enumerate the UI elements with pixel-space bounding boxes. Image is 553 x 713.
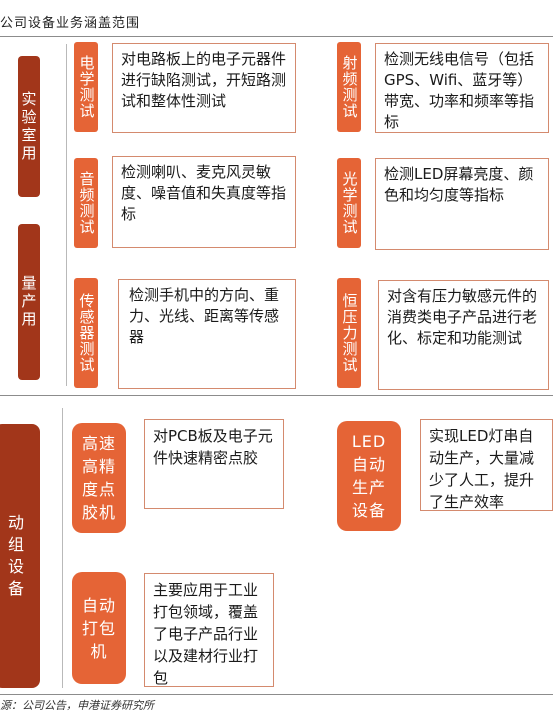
top-rule <box>0 36 553 37</box>
item-desc-rf-test: 检测无线电信号（包括GPS、Wifi、蓝牙等）带宽、功率和频率等指标 <box>375 43 549 133</box>
section-connector-line <box>62 408 63 688</box>
bottom-rule <box>0 694 553 695</box>
item-desc-audio-test: 检测喇叭、麦克风灵敏度、噪音值和失真度等指标 <box>112 156 296 248</box>
item-tag-pressure-test: 恒压力测试 <box>337 278 361 388</box>
item-tag-led-production: LED自动生产设备 <box>337 421 401 531</box>
item-desc-pressure-test: 对含有压力敏感元件的消费类电子产品进行老化、标定和功能测试 <box>378 280 549 390</box>
category-lab: 实验室用 <box>18 56 40 197</box>
category-mass: 量产用 <box>18 224 40 380</box>
item-tag-audio-test: 音频测试 <box>74 158 98 248</box>
item-desc-dispenser: 对PCB板及电子元件快速精密点胶 <box>144 419 284 509</box>
item-desc-packing-machine: 主要应用于工业打包领域，覆盖了电子产品行业以及建材行业打包 <box>144 573 274 687</box>
source-footnote: 源：公司公告，申港证券研究所 <box>0 699 154 712</box>
item-tag-dispenser: 高速高精度点胶机 <box>72 423 126 533</box>
page-title: 公司设备业务涵盖范围 <box>0 16 141 31</box>
category-automation: 动组设备 <box>0 424 40 688</box>
item-tag-sensor-test: 传感器测试 <box>74 278 98 388</box>
section-connector-line <box>66 44 67 386</box>
item-tag-rf-test: 射频测试 <box>337 42 361 132</box>
item-desc-led-production: 实现LED灯串自动生产，大量减少了人工，提升了生产效率 <box>420 419 553 511</box>
item-tag-packing-machine: 自动打包机 <box>72 572 126 684</box>
item-desc-sensor-test: 检测手机中的方向、重力、光线、距离等传感器 <box>118 279 296 389</box>
item-desc-electrical-test: 对电路板上的电子元器件进行缺陷测试，开短路测试和整体性测试 <box>112 43 296 133</box>
item-desc-optical-test: 检测LED屏幕亮度、颜色和均匀度等指标 <box>375 158 549 250</box>
item-tag-optical-test: 光学测试 <box>337 158 361 248</box>
section-divider <box>0 395 553 396</box>
item-tag-electrical-test: 电学测试 <box>74 42 98 132</box>
